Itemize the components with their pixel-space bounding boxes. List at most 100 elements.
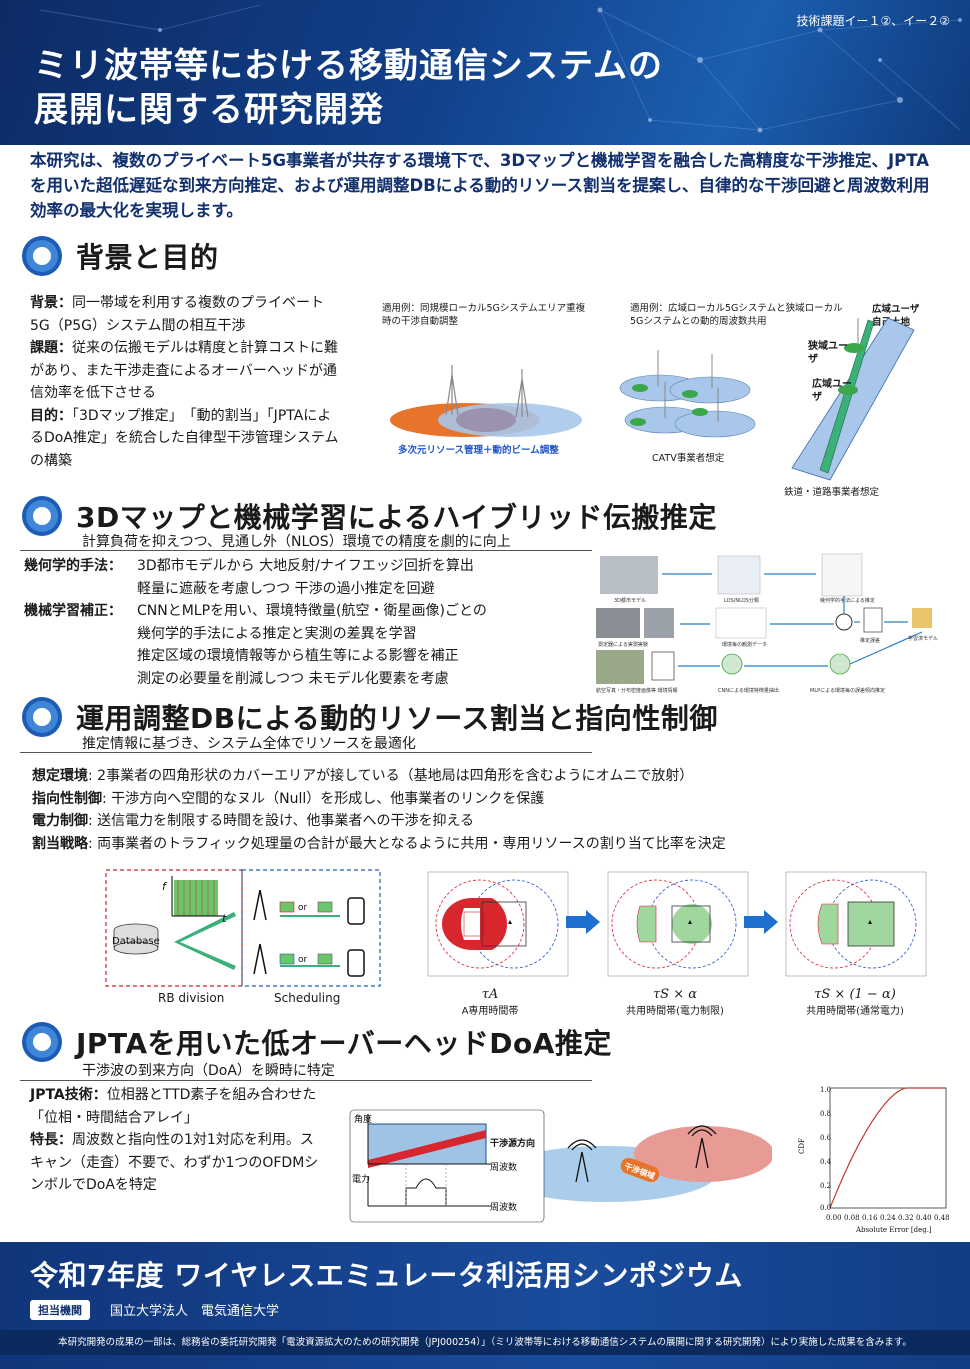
section-doa-header: JPTAを用いた低オーバーヘッドDoA推定 <box>22 1022 612 1062</box>
cdf-ytick: 0.0 <box>820 1204 831 1212</box>
cdf-xlabel: Absolute Error [deg.] <box>855 1226 932 1234</box>
fig3-corridor-diagram <box>791 318 915 481</box>
section-title: 背景と目的 <box>76 241 219 274</box>
fig-angle-label: 角度 <box>354 1113 372 1125</box>
fig2-note: CATV事業者想定 <box>652 453 725 464</box>
power-label: 電力制御 <box>32 813 88 829</box>
plot-a-label: A専用時間帯 <box>461 1006 519 1017</box>
goal-label: 目的： <box>30 407 72 424</box>
or-label-1: or <box>298 903 308 913</box>
fig-freq-label-2: 周波数 <box>490 1201 517 1213</box>
fig-direction-label: 干渉源方向 <box>490 1137 535 1149</box>
cdf-xtick: 0.00 <box>826 1214 842 1222</box>
section-divider <box>20 550 592 551</box>
ml-label: 機械学習補正： <box>24 603 122 619</box>
flow-label-9: CNNによる環境特徴量抽出 <box>718 687 779 694</box>
section-divider <box>20 1080 592 1081</box>
section-bullet-icon <box>22 1022 62 1062</box>
fig2-catv-diagram <box>619 350 756 438</box>
org-badge: 担当機関 <box>30 1300 90 1320</box>
fig3-note: 鉄道・道路事業者想定 <box>784 487 880 498</box>
section-background-header: 背景と目的 <box>22 236 219 276</box>
bg-text: 同一帯域を利用する複数のプライベート5G（P5G）システム間の相互干渉 <box>30 295 324 334</box>
symposium-title: 令和7年度 ワイヤレスエミュレータ利活用シンポジウム <box>30 1259 743 1292</box>
geo-line-2: 軽量に遮蔽を考慮しつつ 干渉の過小推定を回避 <box>137 580 435 597</box>
goal-text: 「3Dマップ推定」 「動的割当」「JPTAによるDoA推定」を統合した自律型干渉… <box>30 407 339 469</box>
resource-text: 想定環境: 2事業者の四角形状のカバーエリアが接している（基地局は四角形を含むよ… <box>32 765 942 855</box>
issue-text: 従来の伝搬モデルは精度と計算コストに難があり、また干渉走査によるオーバーヘッドが… <box>30 340 338 401</box>
rb-scheduling-diagram: f t Database or or <box>105 869 381 987</box>
flow-label-5: 環境毎の観測データ <box>722 641 767 648</box>
background-text: 背景：同一帯域を利用する複数のプライベート5G（P5G）システム間の相互干渉 課… <box>30 292 340 472</box>
formula-c: τS × (1 − α) <box>814 987 896 1002</box>
formula-a: τA <box>481 987 499 1002</box>
section-divider <box>20 752 592 753</box>
ml-flow-diagram: 3D都市モデル LOS/NLOS分類 幾何学的手法による推定 測定器による実測実… <box>596 553 938 694</box>
flow-label-8: 航空写真・分布密度画像等 環境情報 <box>596 687 678 694</box>
feature-label: 特長： <box>30 1132 72 1148</box>
coverage-plot-a <box>427 871 569 977</box>
coverage-plot-b <box>607 871 749 977</box>
section-subtitle: 推定情報に基づき、システム全体でリソースを最適化 <box>82 736 416 752</box>
cdf-chart: 1.0 0.8 0.6 0.4 0.2 0.0 0.00 0.08 0.16 0… <box>798 1086 950 1234</box>
section-bullet-icon <box>22 236 62 276</box>
arrow-icon <box>566 910 600 934</box>
section-bullet-icon <box>22 697 62 737</box>
section-title: 3Dマップと機械学習によるハイブリッド伝搬推定 <box>76 501 717 534</box>
cdf-ylabel: CDF <box>798 1138 806 1154</box>
coverage-plot-c <box>785 871 927 977</box>
fig1-note: 多次元リソース管理＋動的ビーム調整 <box>398 445 559 456</box>
flow-label-4: 測定器による実測実験 <box>598 641 648 648</box>
strategy-label: 割当戦略 <box>32 835 88 852</box>
fig2-caption: 適用例：広域ローカル5Gシステムと狭域ローカル5Gシステムとの動的周波数共用 <box>630 303 843 327</box>
cdf-xtick: 0.24 <box>880 1214 896 1222</box>
or-label-2: or <box>298 955 308 965</box>
database-label: Database <box>112 936 160 947</box>
geo-line-1: 3D都市モデルから 大地反射/ナイフエッジ回折を算出 <box>137 558 474 574</box>
flow-label-1: 3D都市モデル <box>614 597 646 604</box>
ml-line-2: 幾何学的手法による推定と実測の差異を学習 <box>137 625 417 642</box>
axis-t-label: t <box>222 912 227 925</box>
jpta-diagram: 角度 干渉源方向 周波数 電力 周波数 干渉領域 <box>349 1109 772 1223</box>
cdf-ytick: 1.0 <box>820 1086 831 1094</box>
issue-label: 課題： <box>30 340 72 356</box>
funding-note: 本研究開発の成果の一部は、総務省の委託研究開発「電波資源拡大のための研究開発（J… <box>0 1330 970 1355</box>
axis-f-label: f <box>162 880 168 893</box>
cdf-xtick: 0.40 <box>916 1214 932 1222</box>
cdf-xtick: 0.48 <box>934 1214 950 1222</box>
cdf-xtick: 0.32 <box>898 1214 914 1222</box>
power-text: : 送信電力を制限する時間を設け、他事業者への干渉を抑える <box>88 813 475 829</box>
cdf-ytick: 0.8 <box>820 1110 831 1118</box>
section-propagation-header: 3Dマップと機械学習によるハイブリッド伝搬推定 <box>22 496 717 536</box>
flow-label-7: 学習済モデル <box>908 635 938 642</box>
plot-b-label: 共用時間帯(電力制限) <box>626 1006 724 1017</box>
section-title: 運用調整DBによる動的リソース割当と指向性制御 <box>76 702 718 735</box>
rb-division-label: RB division <box>158 991 225 1005</box>
header-banner: 技術課題イー１②、イー２② ミリ波帯等における移動通信システムの 展開に関する研… <box>0 0 970 145</box>
fig3-wide-label: 広域ユーザ <box>812 379 852 403</box>
section-bullet-icon <box>22 496 62 536</box>
fig-power-label: 電力 <box>352 1173 370 1185</box>
flow-label-10: MLPによる環境毎の誤差傾向推定 <box>810 687 885 694</box>
tech-label: JPTA技術： <box>30 1087 107 1103</box>
ml-line-4: 測定の必要量を削減しつつ 未モデル化要素を考慮 <box>137 670 449 687</box>
intro-text: 本研究は、複数のプライベート5G事業者が共存する環境下で、3Dマップと機械学習を… <box>30 151 930 220</box>
project-tag: 技術課題イー１②、イー２② <box>796 14 950 28</box>
title-line-2: 展開に関する研究開発 <box>34 90 384 130</box>
feature-text: 周波数と指向性の1対1対応を利用。スキャン（走査）不要で、わずか1つのOFDMシ… <box>30 1132 319 1193</box>
tech-text: 位相器とTTD素子を組み合わせた「位相・時間結合アレイ」 <box>30 1087 317 1126</box>
flow-label-6: 推定誤差 <box>860 637 880 644</box>
fig-freq-label-1: 周波数 <box>490 1161 517 1173</box>
section-subtitle: 計算負荷を抑えつつ、見通し外（NLOS）環境での精度を劇的に向上 <box>82 534 511 550</box>
footer-banner: 令和7年度 ワイヤレスエミュレータ利活用シンポジウム 担当機関 国立大学法人 電… <box>0 1242 970 1369</box>
plot-c-label: 共用時間帯(通常電力) <box>806 1006 904 1017</box>
arrow-icon <box>744 910 778 934</box>
ml-line-1: CNNとMLPを用い、環境特徴量(航空・衛星画像)ごとの <box>137 603 487 619</box>
geo-label: 幾何学的手法： <box>24 558 122 574</box>
cdf-curve <box>829 1087 946 1209</box>
strategy-text: : 両事業者のトラフィック処理量の合計が最大となるように共用・専用リソースの割り… <box>88 835 726 852</box>
title-line-1: ミリ波帯等における移動通信システムの <box>34 46 663 86</box>
page-title: ミリ波帯等における移動通信システムの 展開に関する研究開発 <box>34 44 663 132</box>
fig3-narrow-label: 狭域ユーザ <box>808 341 848 365</box>
organization-name: 国立大学法人 電気通信大学 <box>110 1304 280 1319</box>
